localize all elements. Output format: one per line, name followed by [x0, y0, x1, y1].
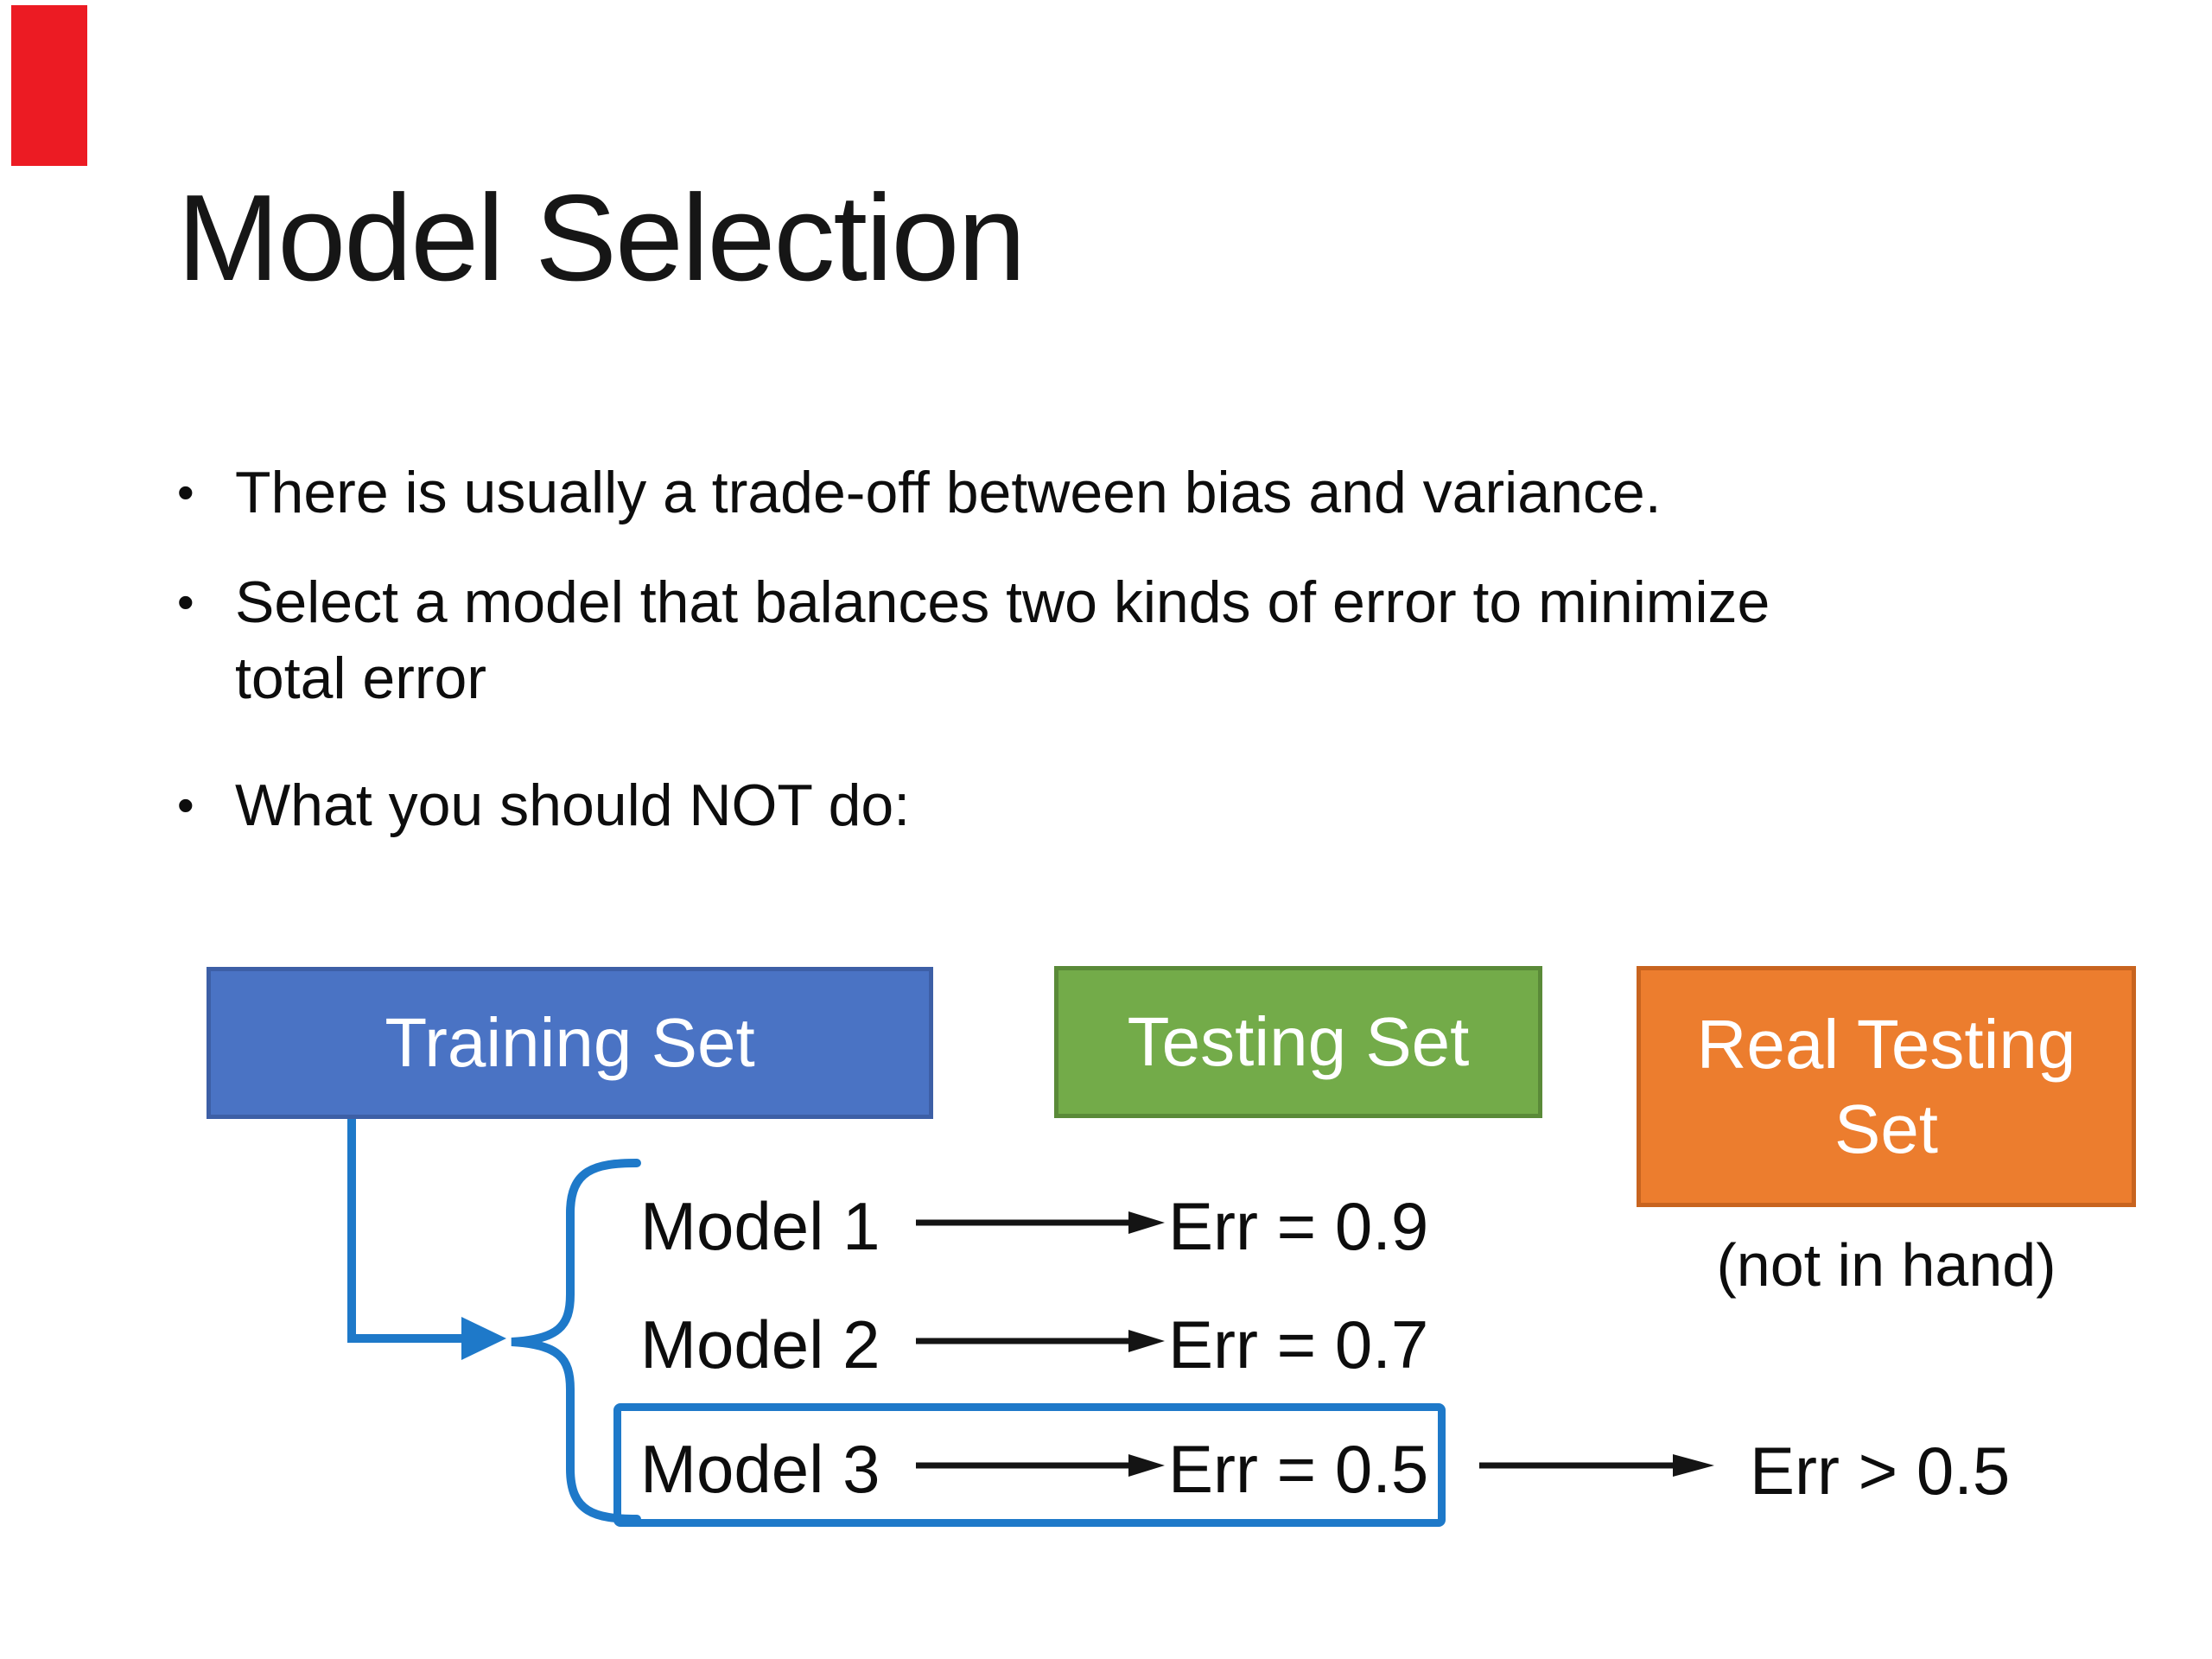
bullet-item-1: • There is usually a trade-off between b…: [177, 454, 2104, 531]
real-test-arrowhead-icon: [1673, 1454, 1714, 1477]
model-2-arrowhead-icon: [1128, 1330, 1165, 1352]
model-3-error: Err = 0.5: [1168, 1431, 1429, 1507]
training-branch-arrowhead-icon: [461, 1317, 506, 1360]
model-1-label: Model 1: [640, 1188, 880, 1264]
real-testing-error: Err > 0.5: [1750, 1433, 2011, 1509]
bullet-text: What you should NOT do:: [235, 772, 911, 838]
training-branch-connector: [347, 1119, 461, 1343]
model-1-arrowhead-icon: [1128, 1211, 1165, 1234]
testing-set-box: Testing Set: [1054, 966, 1542, 1118]
training-set-label: Training Set: [385, 1004, 755, 1081]
real-testing-set-label: Real Testing Set: [1696, 1005, 2076, 1167]
model-2-label: Model 2: [640, 1306, 880, 1382]
model-2-error: Err = 0.7: [1168, 1306, 1429, 1382]
bullet-text: Select a model that balances two kinds o…: [235, 564, 1770, 716]
red-annotation-bar: [11, 5, 87, 166]
bullet-item-2: • Select a model that balances two kinds…: [177, 564, 2104, 716]
bullet-text-line-1: Select a model that balances two kinds o…: [235, 569, 1770, 635]
bullet-marker: •: [177, 575, 194, 629]
bullet-text-line-2: total error: [235, 645, 486, 711]
model-1-error: Err = 0.9: [1168, 1188, 1429, 1264]
bullet-text: There is usually a trade-off between bia…: [235, 460, 1662, 525]
real-testing-note: (not in hand): [1716, 1231, 2056, 1299]
bullet-marker: •: [177, 465, 194, 519]
bullet-item-3: • What you should NOT do:: [177, 767, 2104, 843]
model-3-label: Model 3: [640, 1431, 880, 1507]
model-3-highlight-box: [613, 1403, 1446, 1527]
training-set-box: Training Set: [207, 967, 933, 1119]
testing-set-label: Testing Set: [1127, 1003, 1470, 1080]
real-testing-set-box: Real Testing Set: [1637, 966, 2136, 1207]
bullet-marker: •: [177, 778, 194, 832]
page-title: Model Selection: [177, 169, 1026, 307]
